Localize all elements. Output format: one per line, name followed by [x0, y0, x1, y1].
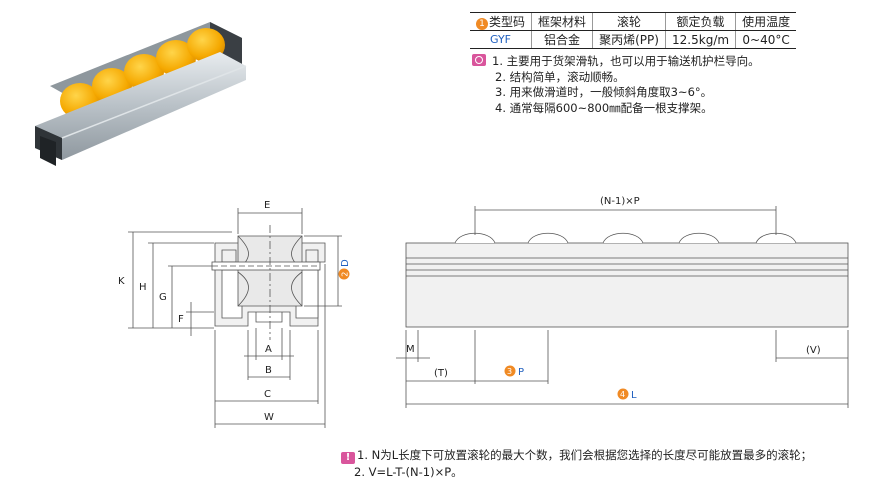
product-photo [35, 22, 247, 166]
dim-v-label: (V) [806, 345, 821, 356]
badge-3: 3 [507, 367, 512, 376]
dim-h-label: H [139, 282, 147, 293]
badge-4: 4 [620, 390, 625, 399]
dim-c-label: C [264, 389, 271, 400]
dim-m-label: M [406, 344, 415, 355]
badge-1: 1 [476, 18, 488, 30]
dim-a-label: A [265, 344, 272, 355]
dim-l-label: L [631, 390, 637, 401]
dim-pitch-label: (N-1)×P [600, 196, 640, 207]
dim-w-label: W [264, 412, 274, 423]
dim-t-label: (T) [434, 368, 448, 379]
dim-d-label: D [340, 259, 351, 267]
dim-f-label: F [178, 314, 184, 325]
note-list: !1. N为L长度下可放置滚轮的最大个数，我们会根据您选择的长度尽可能放置最多的… [341, 447, 812, 481]
spec-table-row: GYF 铝合金 聚丙烯(PP) 12.5kg/m 0~40°C [470, 30, 797, 49]
dim-e-label: E [264, 200, 270, 211]
warning-icon: ! [341, 452, 355, 464]
feature-list: 1. 主要用于货架滑轨，也可以用于输送机护栏导向。 2. 结构简单，滚动顺畅。 … [472, 54, 760, 116]
dim-g-label: G [159, 292, 167, 303]
dim-k-label: K [118, 276, 125, 287]
dim-p-label: P [518, 367, 524, 378]
feature-icon [472, 54, 486, 66]
dim-b-label: B [265, 365, 272, 376]
badge-2: 2 [341, 272, 350, 277]
